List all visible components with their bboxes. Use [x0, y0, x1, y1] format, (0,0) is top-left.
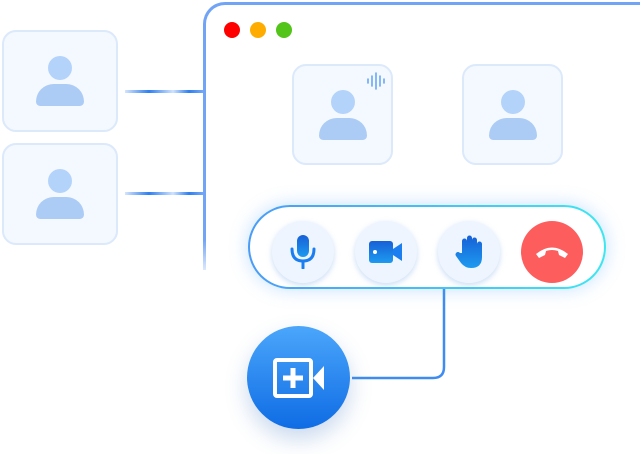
participant-tile: [462, 64, 563, 165]
end-call-button[interactable]: [521, 221, 583, 283]
user-icon: [488, 89, 537, 140]
call-controls: [248, 205, 606, 289]
microphone-button[interactable]: [272, 221, 334, 283]
user-icon: [36, 169, 84, 219]
raise-hand-button[interactable]: [438, 221, 500, 283]
microphone-icon: [290, 235, 316, 269]
connector-line: [125, 192, 205, 195]
side-participant-tile: [2, 30, 118, 132]
user-icon: [36, 56, 84, 106]
hand-icon: [455, 235, 482, 268]
connector-line: [125, 90, 205, 93]
video-plus-icon: [272, 357, 324, 398]
new-meeting-button[interactable]: [247, 326, 350, 429]
video-camera-icon: [369, 241, 402, 263]
minimize-button[interactable]: [250, 22, 266, 38]
close-button[interactable]: [224, 22, 240, 38]
connector-line: [352, 287, 446, 380]
camera-button[interactable]: [355, 221, 417, 283]
side-participant-tile: [2, 143, 118, 245]
sound-wave-icon: [367, 72, 385, 90]
participant-tile-speaking: [292, 64, 393, 165]
user-icon: [318, 89, 367, 140]
maximize-button[interactable]: [276, 22, 292, 38]
phone-hangup-icon: [536, 247, 568, 258]
